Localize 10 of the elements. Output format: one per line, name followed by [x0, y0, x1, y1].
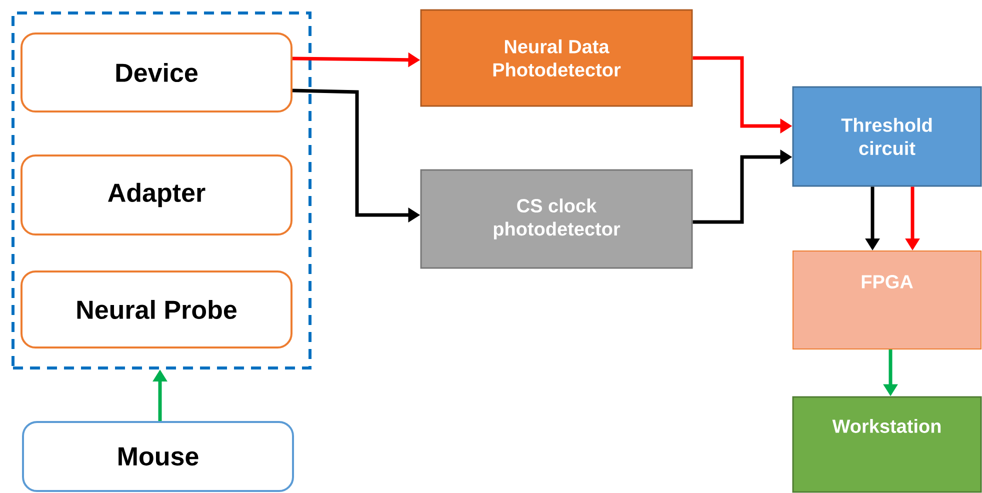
dashed-group-box [12, 12, 312, 370]
process-box: Neural Data Photodetector [420, 9, 693, 107]
process-box: Workstation [792, 396, 982, 493]
process-box: FPGA [792, 250, 982, 350]
rounded-box: Device [20, 32, 292, 112]
rounded-box: Adapter [20, 154, 292, 236]
rounded-box: Mouse [22, 421, 294, 492]
process-box: Threshold circuit [792, 86, 982, 187]
process-box: CS clock photodetector [420, 169, 693, 269]
rounded-box: Neural Probe [20, 270, 292, 348]
